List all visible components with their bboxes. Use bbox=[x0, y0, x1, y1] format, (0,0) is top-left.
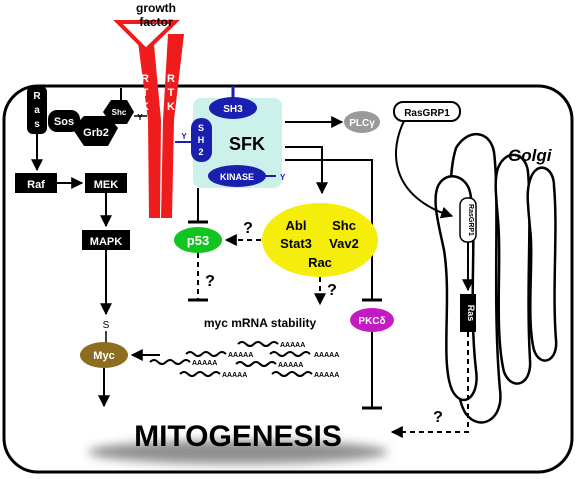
growth-factor-label: factor bbox=[139, 15, 173, 29]
substrate-rac: Rac bbox=[308, 255, 332, 270]
sfk-box bbox=[193, 98, 282, 188]
growth-factor-label: growth bbox=[136, 1, 176, 15]
rtk-letter: R bbox=[141, 73, 149, 85]
sfk-substrates-node bbox=[262, 203, 378, 277]
sh2-letter: H bbox=[198, 135, 205, 145]
growth-factor-ligand bbox=[113, 20, 180, 53]
question-mark: ? bbox=[243, 220, 253, 237]
shc-small-box bbox=[103, 100, 134, 124]
grb2-box bbox=[72, 116, 118, 146]
golgi-label: Golgi bbox=[508, 146, 553, 165]
kinase-domain bbox=[208, 165, 266, 187]
golgi-apparatus: Golgi bbox=[434, 132, 558, 424]
polya-tail: AAAAA bbox=[222, 372, 247, 379]
raf-box bbox=[15, 173, 57, 193]
substrate-shc: Shc bbox=[332, 218, 356, 233]
polya-tail: AAAAA bbox=[278, 362, 303, 369]
sh2-letter: 2 bbox=[198, 147, 203, 157]
mapk-label: MAPK bbox=[90, 236, 122, 248]
sos-box bbox=[48, 110, 80, 132]
polya-tail: AAAAA bbox=[314, 372, 339, 379]
adaptor-complex: R a s Sos Grb2 Shc Y bbox=[27, 86, 147, 146]
rasgrp1-label: RasGRP1 bbox=[404, 108, 450, 119]
myc-label: Myc bbox=[93, 350, 114, 362]
phospho-s-label: S bbox=[103, 320, 110, 331]
mrna-transcripts: AAAAA AAAAA AAAAA AAAAA AAAAA AAAAA AAAA… bbox=[149, 341, 339, 379]
golgi-ras-label: Ras bbox=[466, 305, 476, 322]
phospho-y-label: Y bbox=[181, 132, 187, 141]
golgi-ras-box bbox=[460, 294, 476, 332]
mitogenesis-label: MITOGENESIS bbox=[134, 420, 342, 453]
ras-box bbox=[27, 86, 47, 134]
mapk-cascade: Raf MEK MAPK S Myc bbox=[15, 134, 130, 408]
substrate-vav2: Vav2 bbox=[329, 236, 359, 251]
cell-membrane bbox=[2, 84, 574, 474]
rtk-letter: K bbox=[141, 101, 149, 113]
question-mark: ? bbox=[327, 282, 337, 299]
raf-label: Raf bbox=[27, 179, 45, 191]
sos-label: Sos bbox=[54, 116, 74, 128]
polya-tail: AAAAA bbox=[314, 352, 339, 359]
sfk-complex: SH3 S H 2 SFK Y KINASE Y bbox=[175, 86, 286, 188]
p53-label: p53 bbox=[187, 233, 209, 248]
sh2-letter: S bbox=[198, 123, 204, 133]
polya-tail: AAAAA bbox=[280, 342, 305, 349]
rtk-receptor: R T K R T K bbox=[113, 20, 184, 218]
sh3-label: SH3 bbox=[223, 104, 243, 115]
pkc-delta-label: PKCδ bbox=[358, 316, 385, 327]
myc-mrna-stability-label: myc mRNA stability bbox=[204, 316, 317, 330]
plc-gamma-node bbox=[344, 111, 380, 133]
question-mark: ? bbox=[205, 273, 215, 290]
rtk-letter: K bbox=[167, 101, 175, 113]
rtk-letter: T bbox=[142, 87, 149, 99]
kinase-label: KINASE bbox=[220, 172, 254, 182]
polya-tail: AAAAA bbox=[228, 352, 253, 359]
sh2-domain bbox=[191, 118, 212, 162]
golgi-rasgrp1-label: RasGRP1 bbox=[467, 204, 474, 236]
ras-letter: R bbox=[33, 91, 41, 102]
mapk-box bbox=[82, 230, 130, 250]
substrate-abl: Abl bbox=[286, 218, 307, 233]
sfk-title: SFK bbox=[229, 134, 265, 154]
shc-small-label: Shc bbox=[112, 108, 127, 117]
pkc-delta-node bbox=[350, 308, 394, 332]
phospho-y-label: Y bbox=[280, 173, 286, 182]
p53-node bbox=[174, 227, 222, 253]
rtk-letter: T bbox=[168, 87, 175, 99]
question-mark: ? bbox=[433, 409, 443, 426]
sh3-domain bbox=[209, 97, 257, 119]
mek-box bbox=[85, 173, 127, 193]
myc-node bbox=[80, 342, 128, 368]
mitogenesis-shadow bbox=[88, 440, 388, 464]
polya-tail: AAAAA bbox=[192, 360, 217, 367]
rasgrp1-node bbox=[393, 101, 461, 122]
ras-letter: a bbox=[34, 105, 40, 116]
mek-label: MEK bbox=[94, 179, 119, 191]
rtk-letter: R bbox=[167, 73, 175, 85]
ras-letter: s bbox=[34, 119, 40, 130]
phospho-y-label: Y bbox=[137, 113, 143, 122]
substrate-stat3: Stat3 bbox=[280, 236, 312, 251]
plc-gamma-label: PLCγ bbox=[349, 118, 375, 129]
grb2-label: Grb2 bbox=[83, 127, 109, 139]
